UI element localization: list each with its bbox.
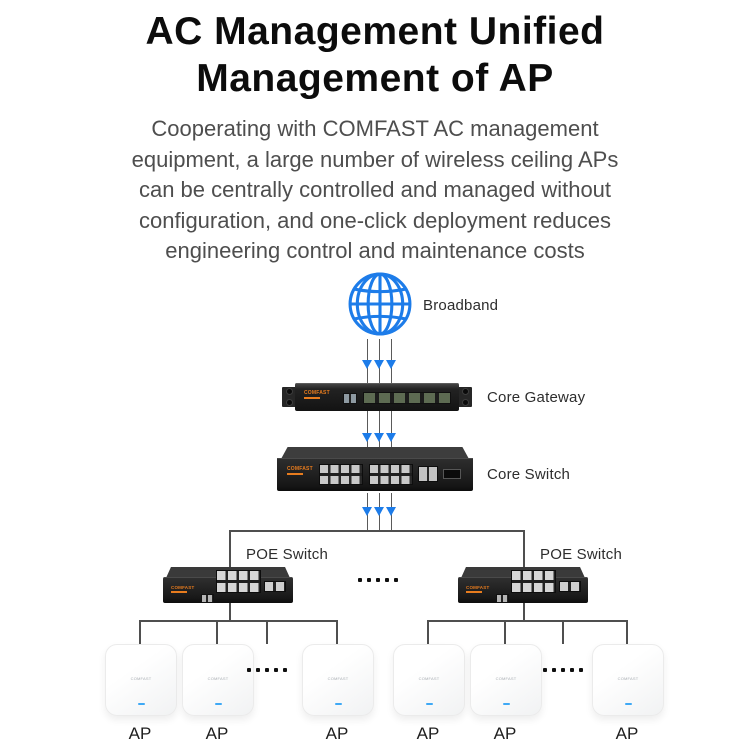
page-title-line1: AC Management Unified (145, 10, 605, 53)
ap-device: COMFAST (470, 644, 542, 716)
ellipsis-dots (247, 668, 287, 672)
poe-switch-right-device: COMFAST (458, 567, 588, 605)
comfast-logo: COMFAST (327, 676, 349, 681)
ap-label: AP (493, 724, 517, 743)
ap-label: AP (416, 724, 440, 743)
ap-label: AP (128, 724, 152, 743)
comfast-logo: COMFAST (617, 676, 639, 681)
ellipsis-dots (543, 668, 583, 672)
led-indicators (496, 594, 509, 603)
console-port (343, 393, 357, 404)
core-gateway-label: Core Gateway (487, 389, 586, 406)
ap-device: COMFAST (302, 644, 374, 716)
ap-label: AP (205, 724, 229, 743)
core-switch-top-face (281, 447, 469, 459)
uplink-ports (264, 581, 286, 592)
down-arrow-icon (374, 493, 384, 531)
status-led (334, 702, 342, 705)
page-title-line2: Management of AP (196, 57, 554, 100)
down-arrow-icon (386, 411, 396, 457)
ap-drop-line (427, 620, 429, 644)
uplink-ports (559, 581, 581, 592)
ap-label: AP (325, 724, 349, 743)
description-text: Cooperating with COMFAST AC management e… (131, 116, 619, 263)
down-arrow-icon (362, 339, 372, 384)
poe-switch-left-label: POE Switch (246, 546, 329, 563)
down-arrow-icon (362, 493, 372, 531)
ap-drop-line (139, 620, 141, 644)
down-arrows-1 (362, 339, 396, 384)
core-switch-label: Core Switch (487, 466, 571, 483)
connector-bus-line (229, 530, 525, 532)
comfast-logo: COMFAST (171, 585, 195, 593)
ethernet-ports (511, 570, 556, 593)
down-arrow-icon (374, 339, 384, 384)
ap-drop-line (266, 620, 268, 644)
ap-tree-right-bus (427, 620, 628, 622)
ap-tree-left-bus (139, 620, 338, 622)
globe-icon (347, 271, 413, 337)
comfast-logo: COMFAST (207, 676, 229, 681)
down-arrows-2 (362, 411, 396, 457)
comfast-logo: COMFAST (466, 585, 490, 593)
core-gateway-device: COMFAST (282, 383, 472, 411)
poe-switch-right-label: POE Switch (540, 546, 623, 563)
ethernet-ports (216, 570, 261, 593)
broadband-label: Broadband (423, 297, 499, 314)
ethernet-ports (363, 392, 451, 404)
comfast-logo: COMFAST (418, 676, 440, 681)
status-led (214, 702, 222, 705)
down-arrows-3 (362, 493, 396, 531)
led-indicators (201, 594, 214, 603)
poe-switch-left-device: COMFAST (163, 567, 293, 605)
ap-device: COMFAST (182, 644, 254, 716)
ap-drop-line (626, 620, 628, 644)
down-arrow-icon (362, 411, 372, 457)
status-led (425, 702, 433, 705)
down-arrow-icon (386, 339, 396, 384)
rack-ear-right (458, 387, 472, 407)
status-led (624, 702, 632, 705)
core-switch-device: COMFAST (277, 447, 473, 493)
core-switch-chassis: COMFAST (277, 458, 473, 491)
ap-drop-line (504, 620, 506, 644)
ap-device: COMFAST (105, 644, 177, 716)
sfp-slot (443, 469, 461, 479)
ap-label: AP (615, 724, 639, 743)
ap-device: COMFAST (393, 644, 465, 716)
ethernet-ports-group2 (369, 464, 413, 485)
comfast-logo: COMFAST (130, 676, 152, 681)
ap-drop-line (562, 620, 564, 644)
ethernet-ports-group1 (319, 464, 363, 485)
uplink-ports (418, 466, 438, 482)
status-led (502, 702, 510, 705)
page-title: AC Management Unified Management of AP (0, 8, 750, 102)
down-arrow-icon (374, 411, 384, 457)
ap-device: COMFAST (592, 644, 664, 716)
ap-drop-line (336, 620, 338, 644)
ellipsis-dots (358, 578, 398, 582)
down-arrow-icon (386, 493, 396, 531)
status-led (137, 702, 145, 705)
comfast-logo: COMFAST (304, 390, 330, 399)
comfast-logo: COMFAST (495, 676, 517, 681)
core-gateway-chassis: COMFAST (295, 383, 459, 411)
ap-drop-line (216, 620, 218, 644)
comfast-logo: COMFAST (287, 466, 313, 475)
rack-ear-left (282, 387, 296, 407)
